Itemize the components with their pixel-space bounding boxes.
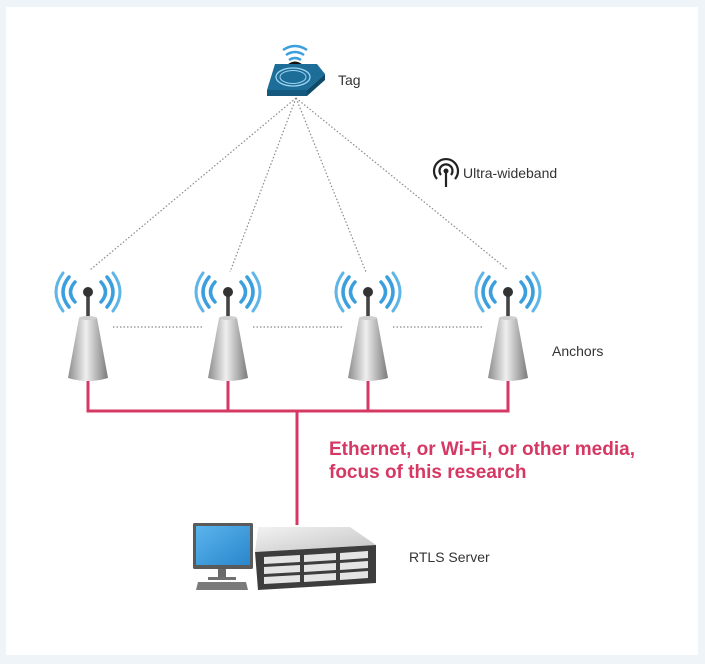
diagram-canvas: Tag Ultra-wideband Anchors Ethernet, or … [6,7,698,655]
anchor-4 [474,271,542,383]
anchor-3 [334,271,402,383]
uwb-link-anchor-2 [229,97,297,273]
uwb-tag-icon [267,44,325,96]
anchor-2 [194,271,262,383]
media-label: Ethernet, or Wi-Fi, or other media, focu… [329,438,635,484]
network-diagram [54,44,542,590]
anchor-1 [54,271,122,383]
server-label: RTLS Server [409,549,490,565]
media-label-line-2: focus of this research [329,462,527,483]
server-workstation-icon [193,523,376,590]
anchors-label: Anchors [552,343,604,359]
uwb-link-anchor-1 [89,97,297,271]
uwb-link-anchor-4 [295,97,509,271]
network-bus [86,381,510,525]
tag-label: Tag [338,72,361,88]
uwb-link-anchor-3 [295,97,367,273]
media-label-line-1: Ethernet, or Wi-Fi, or other media, [329,439,635,460]
uwb-legend-label: Ultra-wideband [463,165,558,181]
uwb-links [89,97,509,273]
uwb-legend-icon [432,157,460,187]
